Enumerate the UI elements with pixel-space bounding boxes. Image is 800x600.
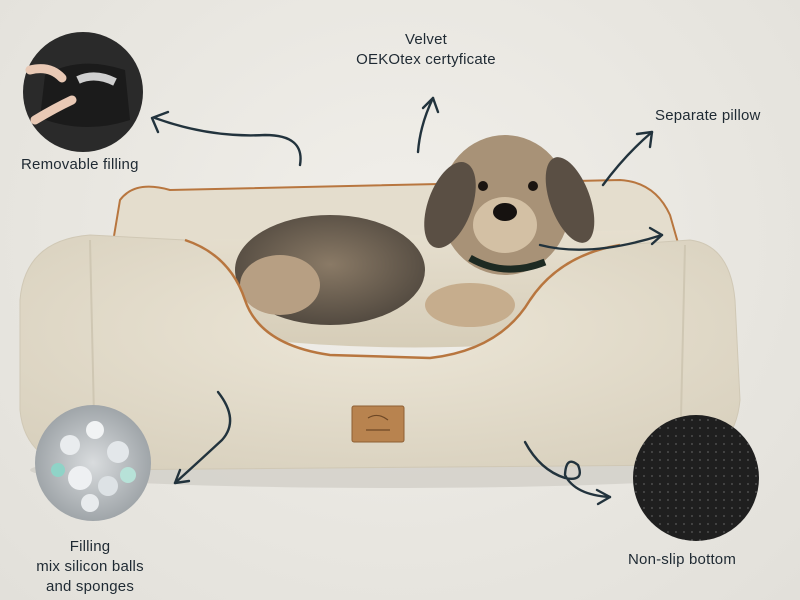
- filling-label-line1: Filling: [69, 538, 111, 555]
- velvet-label: Velvet OEKOtex certyficate: [326, 30, 526, 70]
- filling-label: Filling mix silicon balls and sponges: [18, 537, 162, 597]
- arrow-filling: [173, 390, 232, 485]
- filling-balls-image: [35, 405, 151, 521]
- removable-filling-image: [23, 32, 143, 152]
- dog: [235, 135, 595, 327]
- separate-pillow-label: Separate pillow: [655, 107, 761, 124]
- arrow-pillow-corner: [538, 233, 664, 251]
- non-slip-bottom-label: Non-slip bottom: [628, 551, 737, 568]
- velvet-label-line1: Velvet: [404, 31, 448, 48]
- bed-piping: [184, 238, 621, 360]
- velvet-label-line2: OEKOtex certyficate: [356, 51, 496, 68]
- arrow-separate-pillow: [601, 130, 654, 187]
- arrow-velvet: [416, 96, 435, 154]
- removable-filling-label: Removable filling: [21, 156, 139, 173]
- arrow-non-slip: [523, 440, 612, 499]
- arrows: [150, 96, 664, 506]
- arrow-removable-filling: [153, 116, 302, 167]
- filling-label-line3: and sponges: [45, 578, 135, 595]
- non-slip-bottom-image: [633, 415, 759, 541]
- filling-label-line2: mix silicon balls: [36, 558, 144, 575]
- brand-leather-tag-icon: [351, 405, 405, 443]
